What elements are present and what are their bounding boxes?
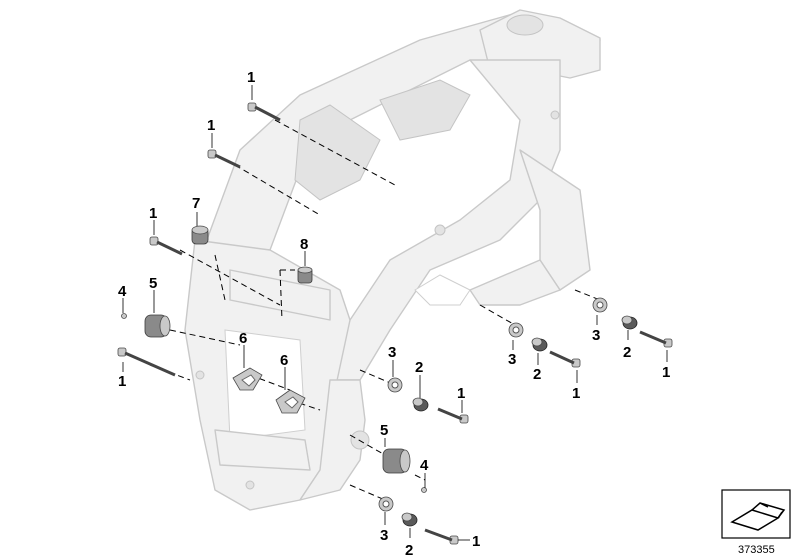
callout-plate-b: 6 bbox=[280, 352, 288, 369]
callout-bolt-mid: 1 bbox=[149, 205, 157, 222]
fastener-parts bbox=[117, 102, 673, 545]
bolt-upper bbox=[207, 149, 241, 169]
bolt-right-far bbox=[639, 330, 673, 348]
callout-pin-left: 4 bbox=[118, 283, 127, 300]
callout-bolt-bottom: 1 bbox=[472, 533, 480, 550]
callout-bushing-lower: 5 bbox=[380, 422, 388, 439]
callout-spacer-right-mid: 3 bbox=[508, 351, 516, 368]
callout-bolt-right-far: 1 bbox=[662, 364, 670, 381]
spacer-bottom bbox=[378, 496, 394, 512]
callout-bolt-upper: 1 bbox=[207, 117, 215, 134]
callout-washer-center: 2 bbox=[415, 359, 423, 376]
bolt-left-lower bbox=[117, 347, 176, 377]
callout-washer-right-mid: 2 bbox=[533, 366, 541, 383]
sleeve-upper bbox=[191, 225, 209, 245]
callout-spacer-right-far: 3 bbox=[592, 327, 600, 344]
callout-plate-a: 6 bbox=[239, 330, 247, 347]
diagram-reference-number: 373355 bbox=[738, 544, 775, 556]
nut-upper bbox=[297, 266, 313, 284]
bushing-lower bbox=[382, 448, 411, 474]
callout-washer-right-far: 2 bbox=[623, 344, 631, 361]
pin-lower bbox=[421, 487, 427, 493]
callout-washer-bottom: 2 bbox=[405, 542, 413, 559]
callout-spacer-center: 3 bbox=[388, 344, 396, 361]
bolt-top bbox=[247, 102, 281, 122]
callout-bolt-right-mid: 1 bbox=[572, 385, 580, 402]
callout-bolt-left-lower: 1 bbox=[118, 373, 126, 390]
callout-bolt-top: 1 bbox=[247, 69, 255, 86]
washer-bottom bbox=[401, 512, 418, 527]
plate-b bbox=[275, 389, 306, 414]
washer-right-mid bbox=[531, 337, 548, 352]
bolt-mid bbox=[149, 236, 183, 256]
motorcycle-main-frame bbox=[184, 9, 601, 511]
callout-bolt-right-center: 1 bbox=[457, 385, 465, 402]
callout-sleeve-upper: 7 bbox=[192, 195, 200, 212]
callout-bushing-left: 5 bbox=[149, 275, 157, 292]
bolt-right-center bbox=[437, 407, 469, 424]
washer-right-far bbox=[621, 315, 638, 330]
reference-icon-box: 373355 bbox=[721, 489, 791, 556]
pin-left bbox=[121, 313, 127, 319]
bushing-left bbox=[144, 314, 171, 338]
callout-labels: 1 1 1 7 8 4 5 1 6 6 3 2 1 3 2 1 3 2 1 5 … bbox=[118, 69, 670, 559]
spacer-right-mid bbox=[508, 322, 524, 338]
callout-nut-upper: 8 bbox=[300, 236, 308, 253]
spacer-center bbox=[387, 377, 403, 393]
plate-a bbox=[232, 367, 263, 391]
spacer-right-far bbox=[592, 297, 608, 313]
leader-lines bbox=[122, 85, 668, 541]
callout-spacer-bottom: 3 bbox=[380, 527, 388, 544]
washer-center bbox=[412, 397, 429, 412]
bolt-bottom bbox=[424, 528, 459, 545]
bolt-right-mid bbox=[549, 350, 581, 368]
callout-pin-lower: 4 bbox=[420, 457, 429, 474]
